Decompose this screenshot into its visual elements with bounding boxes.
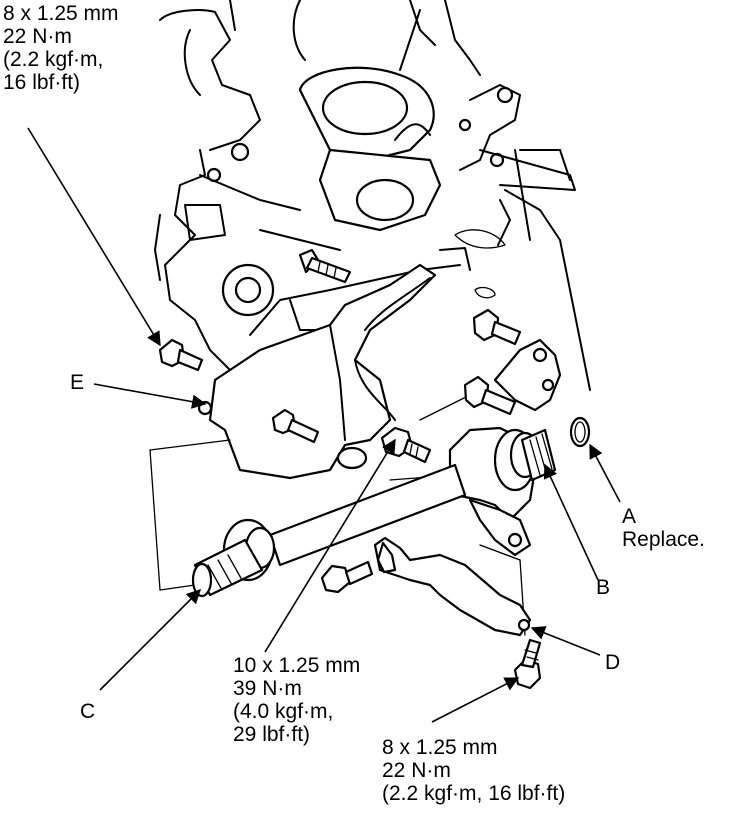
circlip-a [569,416,591,448]
bolt-right-lower [463,375,517,416]
bolt-upper-center [298,248,352,284]
callout-c-label: C [80,700,95,723]
spec-line: 16 lbf·ft) [3,71,81,94]
spec-line: 8 x 1.25 mm [3,2,119,25]
callout-note: Replace. [622,528,705,551]
callout-letter: B [596,576,611,599]
callout-b-label: B [596,576,610,599]
torque-spec-center: 10 x 1.25 mm 39 N·m (4.0 kgf·m, 29 lbf·f… [233,654,360,746]
bolt-right-upper [472,308,522,346]
bolt-bracket-d-bottom [513,638,542,690]
torque-spec-top-left: 8 x 1.25 mm 22 N·m (2.2 kgf·m, 16 lbf·ft… [3,2,119,94]
spec-line: 39 N·m [233,677,302,700]
bolt-10mm [380,426,432,464]
spec-line: (2.2 kgf·m, [3,48,104,71]
bolt-left-e [158,338,204,372]
leader-lines [27,127,621,723]
callout-d-label: D [605,651,620,674]
bracket-d [373,536,532,637]
callout-letter: D [605,651,621,674]
intermediate-shaft [191,338,562,598]
torque-spec-bottom-right: 8 x 1.25 mm 22 N·m (2.2 kgf·m, 16 lbf·ft… [382,736,565,805]
engine-block [154,0,591,391]
spec-line: (4.0 kgf·m, [233,700,334,723]
callout-a-label: A Replace. [622,505,705,551]
spec-line: (2.2 kgf·m, 16 lbf·ft) [382,782,566,805]
spec-line: 10 x 1.25 mm [233,654,361,677]
spec-line: 22 N·m [3,25,72,48]
callout-e-label: E [70,371,84,394]
spec-line: 22 N·m [382,759,451,782]
callout-letter: E [70,371,85,394]
bolt-bracket-d-left [320,560,374,594]
spec-line: 8 x 1.25 mm [382,736,498,759]
shaft-bracket-e [197,263,437,480]
callout-letter: C [80,700,96,723]
spec-line: 29 lbf·ft) [233,723,311,746]
callout-letter: A [622,505,637,528]
bolt-mid-e [271,408,320,444]
